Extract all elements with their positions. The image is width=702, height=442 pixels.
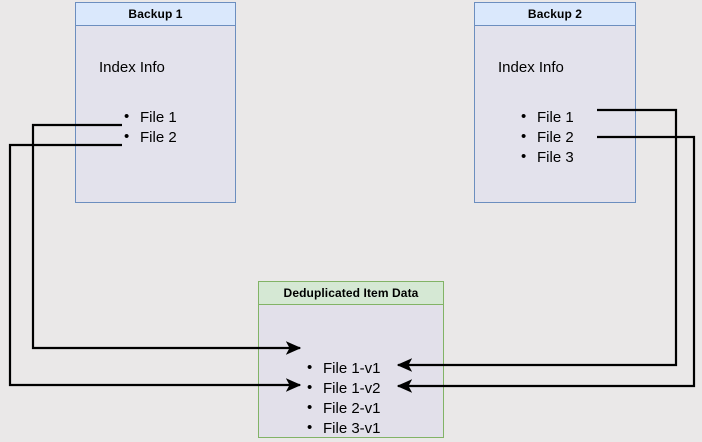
backup1-header-title: Backup 1 — [76, 3, 235, 26]
list-item[interactable]: File 1 — [521, 107, 574, 128]
backup2-header-title: Backup 2 — [475, 3, 635, 26]
backup2-box[interactable]: Backup 2 Index Info File 1 File 2 File 3 — [474, 2, 636, 203]
list-item[interactable]: File 2-v1 — [307, 398, 381, 419]
backup1-box[interactable]: Backup 1 Index Info File 1 File 2 — [75, 2, 236, 203]
dedup-file-list: File 1-v1 File 1-v2 File 2-v1 File 3-v1 — [307, 358, 381, 439]
backup2-body: Index Info File 1 File 2 File 3 — [475, 26, 635, 202]
backup1-file-list: File 1 File 2 — [124, 107, 177, 148]
backup2-index-info-label: Index Info — [498, 59, 564, 76]
backup2-file-list: File 1 File 2 File 3 — [521, 107, 574, 168]
dedup-body: File 1-v1 File 1-v2 File 2-v1 File 3-v1 — [259, 305, 443, 439]
deduplicated-item-data-box[interactable]: Deduplicated Item Data File 1-v1 File 1-… — [258, 281, 444, 438]
list-item[interactable]: File 3-v1 — [307, 418, 381, 439]
list-item[interactable]: File 1-v2 — [307, 378, 381, 399]
list-item[interactable]: File 3 — [521, 147, 574, 168]
list-item[interactable]: File 1-v1 — [307, 358, 381, 379]
dedup-header-title: Deduplicated Item Data — [259, 282, 443, 305]
backup1-index-info-label: Index Info — [99, 59, 165, 76]
list-item[interactable]: File 2 — [521, 127, 574, 148]
list-item[interactable]: File 1 — [124, 107, 177, 128]
list-item[interactable]: File 2 — [124, 127, 177, 148]
backup1-body: Index Info File 1 File 2 — [76, 26, 235, 202]
